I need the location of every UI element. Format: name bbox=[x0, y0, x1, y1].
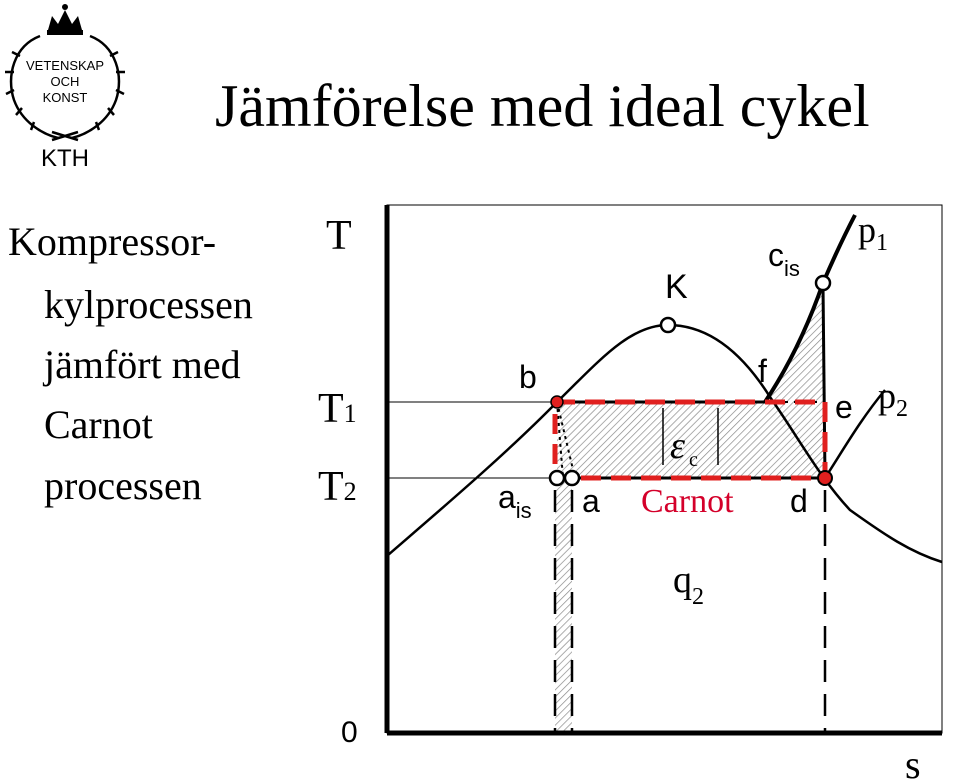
side-text-line-5: processen bbox=[44, 463, 202, 508]
label-ais: ais bbox=[498, 479, 532, 523]
label-cis: cis bbox=[768, 237, 800, 281]
kth-logo: VETENSKAP OCH KONST KTH bbox=[5, 4, 125, 172]
t2-label: T2 bbox=[318, 464, 357, 510]
t1-label: T1 bbox=[318, 386, 357, 432]
y-axis-label: T bbox=[326, 213, 352, 259]
label-carnot: Carnot bbox=[641, 483, 734, 520]
logo-line-3: KONST bbox=[43, 90, 88, 105]
point-a bbox=[563, 469, 581, 487]
side-text-line-4: Carnot bbox=[44, 402, 153, 447]
saturation-dome bbox=[387, 323, 943, 564]
side-text-line-3: jämfört med bbox=[44, 342, 241, 387]
side-text-line-1: Kompressor- bbox=[8, 219, 217, 264]
point-ais bbox=[548, 469, 566, 487]
logo-line-2: OCH bbox=[51, 74, 80, 89]
x-axis-label: s bbox=[905, 742, 921, 782]
label-q2: q2 bbox=[673, 559, 704, 610]
label-p2: p2 bbox=[878, 376, 908, 422]
isobar-p2 bbox=[823, 389, 886, 479]
label-b: b bbox=[519, 359, 537, 395]
logo-line-1: VETENSKAP bbox=[26, 58, 104, 73]
point-b bbox=[550, 395, 564, 409]
label-p1: p1 bbox=[858, 210, 888, 256]
label-k: K bbox=[665, 268, 688, 306]
label-d: d bbox=[790, 483, 808, 519]
carnot-rectangle bbox=[552, 399, 828, 481]
work-hatch-area bbox=[557, 283, 825, 478]
logo-wreath-icon bbox=[5, 34, 125, 142]
q2-hatch-area bbox=[555, 478, 572, 733]
slide-title: Jämförelse med ideal cykel bbox=[215, 73, 870, 139]
label-e: e bbox=[835, 389, 853, 425]
line-b-ais bbox=[556, 401, 564, 479]
point-cis bbox=[814, 274, 832, 292]
point-k bbox=[659, 316, 677, 334]
label-origin: 0 bbox=[341, 716, 358, 749]
side-text-line-2: kylprocessen bbox=[44, 282, 253, 327]
point-d bbox=[817, 470, 833, 486]
logo-crown-icon bbox=[47, 4, 83, 35]
label-f: f bbox=[758, 353, 767, 389]
label-a: a bbox=[582, 483, 600, 519]
line-b-a bbox=[556, 401, 576, 479]
logo-org: KTH bbox=[41, 145, 89, 172]
